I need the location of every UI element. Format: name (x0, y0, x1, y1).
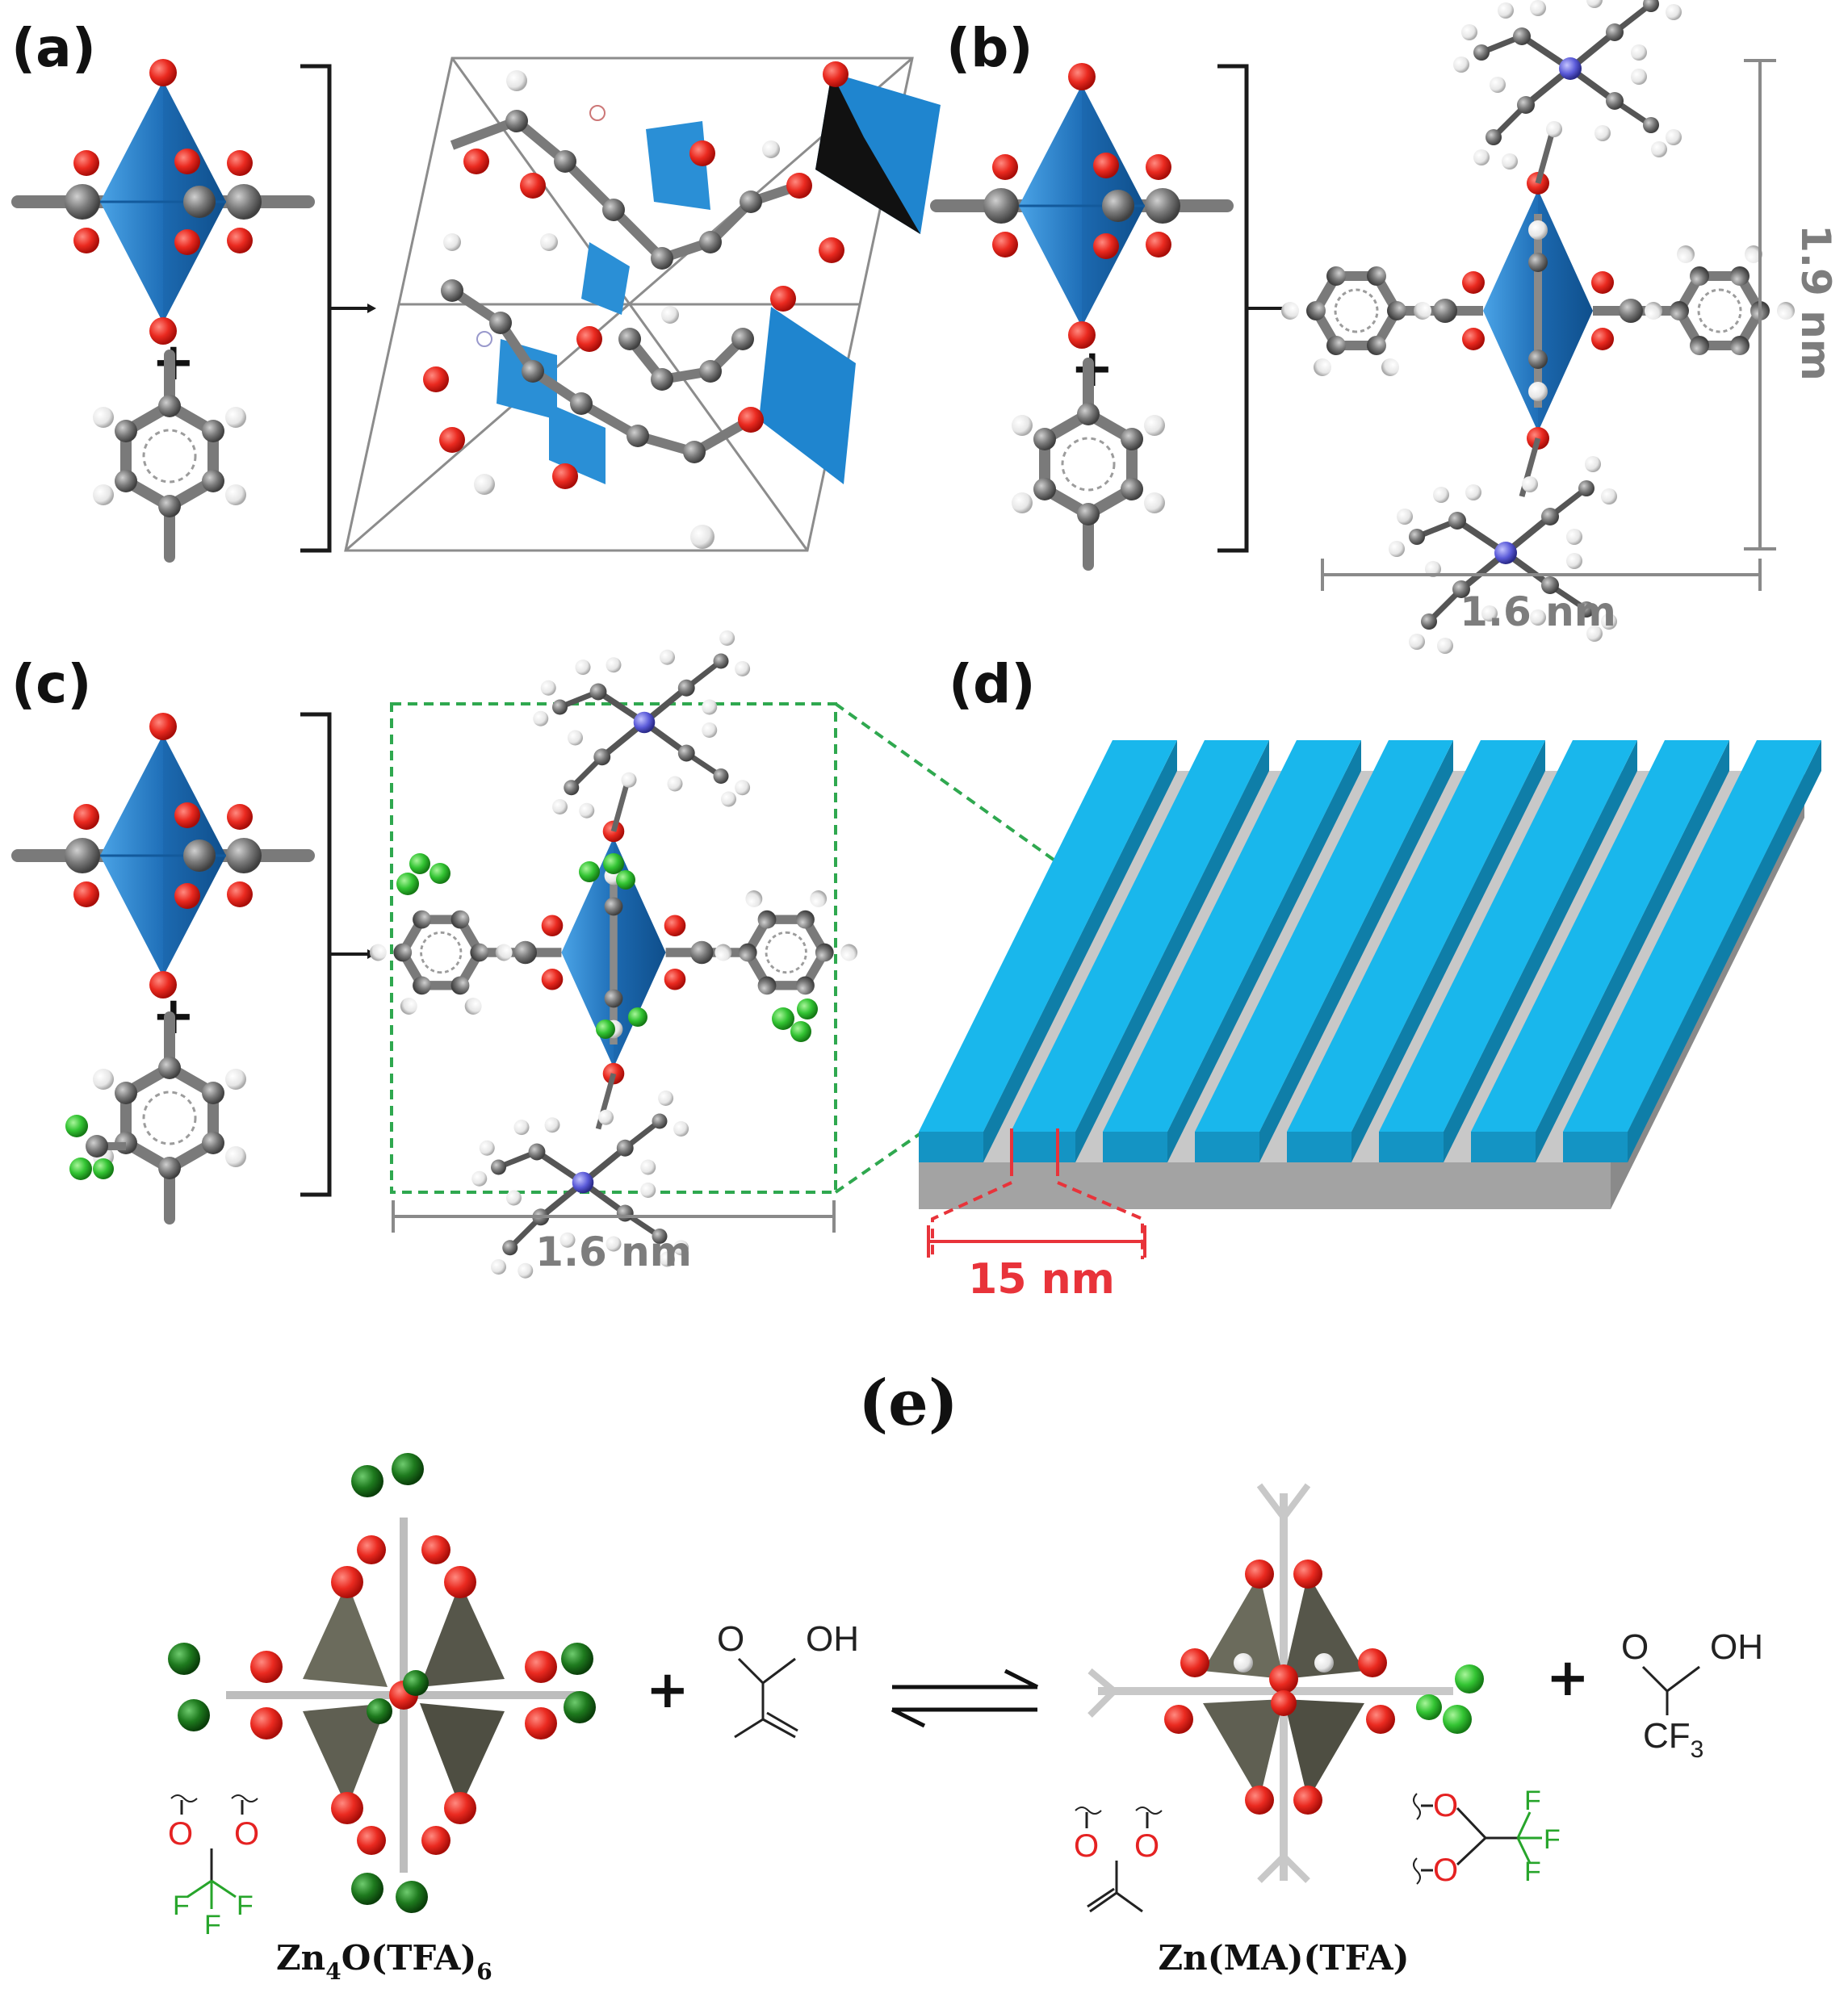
panel-d-label: (d) (949, 653, 1036, 715)
width-label-b: 1.6 nm (1460, 588, 1616, 635)
svg-text:F: F (1524, 1857, 1541, 1887)
trifluoroacetic-acid: O OH CF3 (1621, 1627, 1763, 1763)
panel-b-label: (b) (946, 17, 1033, 79)
svg-text:OH: OH (806, 1619, 859, 1659)
zoom-box-c (390, 702, 837, 1194)
svg-text:CF3: CF3 (1643, 1716, 1703, 1763)
svg-text:O: O (1433, 1853, 1458, 1888)
coordination-complex-c (370, 630, 857, 1279)
panel-e-label: (e) (858, 1367, 958, 1440)
zn4o-tfa6-cluster (168, 1453, 596, 1913)
plus-sign-e2: + (1546, 1648, 1590, 1708)
benzene-linker-a (93, 355, 246, 557)
grating-line (1563, 740, 1821, 1162)
zn-cluster-c (18, 713, 308, 998)
svg-text:F: F (237, 1890, 254, 1921)
tfa-monodentate-sketch: O O F F F (1413, 1786, 1561, 1888)
grating-line (1379, 740, 1637, 1162)
grating-lines (919, 740, 1821, 1162)
cf3-group-c (65, 1115, 126, 1180)
panel-b: (b) + 1.9 nm 1.6 nm (937, 0, 1839, 654)
svg-text:O: O (1134, 1828, 1159, 1864)
svg-text:O: O (234, 1816, 259, 1852)
svg-text:O: O (1074, 1828, 1099, 1864)
panel-c: (c) + 1.6 nm (11, 630, 1061, 1279)
equilibrium-arrows (890, 1668, 1039, 1728)
svg-text:F: F (1544, 1824, 1561, 1855)
methacrylic-acid: O OH (717, 1619, 859, 1739)
svg-text:F: F (173, 1890, 190, 1921)
zn-ma-tfa-name: Zn(MA)(TFA) (1159, 1938, 1410, 1978)
grating-line (1103, 740, 1361, 1162)
grating-line (1471, 740, 1729, 1162)
pitch-label-d: 15 nm (968, 1255, 1115, 1304)
svg-text:O: O (168, 1816, 193, 1852)
panel-e: (e) O O (168, 1367, 1763, 1985)
coordination-complex-b (1281, 0, 1795, 654)
height-dimension-b (1744, 59, 1776, 551)
width-dimension-c (392, 1200, 836, 1233)
pitch-dimension-d (927, 1128, 1146, 1259)
svg-text:OH: OH (1710, 1627, 1763, 1667)
panel-a-label: (a) (11, 17, 96, 79)
zn-ma-tfa-cluster (1087, 1483, 1484, 1883)
panel-a: (a) + (11, 17, 941, 557)
mof-polyhedra (497, 73, 941, 484)
grating-line (919, 740, 1177, 1162)
panel-c-label: (c) (11, 653, 91, 715)
grating-line (1287, 740, 1545, 1162)
ma-ligand-sketch: O O (1074, 1807, 1163, 1913)
tfa-ligand-sketch: O O F F F (168, 1794, 259, 1940)
bracket-a (300, 64, 332, 553)
bracket-b (1217, 64, 1249, 553)
bracket-c (300, 712, 332, 1197)
zn-cluster-a (18, 59, 308, 345)
zn4o-tfa6-name: Zn4O(TFA)6 (276, 1938, 492, 1985)
mof-atoms (423, 61, 849, 549)
grating-line (1195, 740, 1453, 1162)
zoom-line-top (834, 702, 1061, 865)
zn-cluster-b (937, 63, 1227, 349)
width-label-c: 1.6 nm (535, 1229, 692, 1275)
svg-text:O: O (1433, 1788, 1458, 1823)
svg-text:F: F (1524, 1786, 1541, 1816)
svg-text:O: O (1621, 1627, 1649, 1667)
height-label-b: 1.9 nm (1792, 224, 1839, 381)
width-dimension-b (1321, 559, 1762, 591)
plus-sign-e1: + (646, 1660, 689, 1720)
svg-text:F: F (204, 1910, 221, 1940)
svg-text:O: O (717, 1619, 744, 1659)
panel-d: (d) 15 nm (919, 653, 1821, 1304)
cf3-groups-c-complex (396, 853, 818, 1042)
fluoro-benzene-linker-c (93, 1017, 246, 1219)
benzene-linker-b (1012, 363, 1165, 565)
